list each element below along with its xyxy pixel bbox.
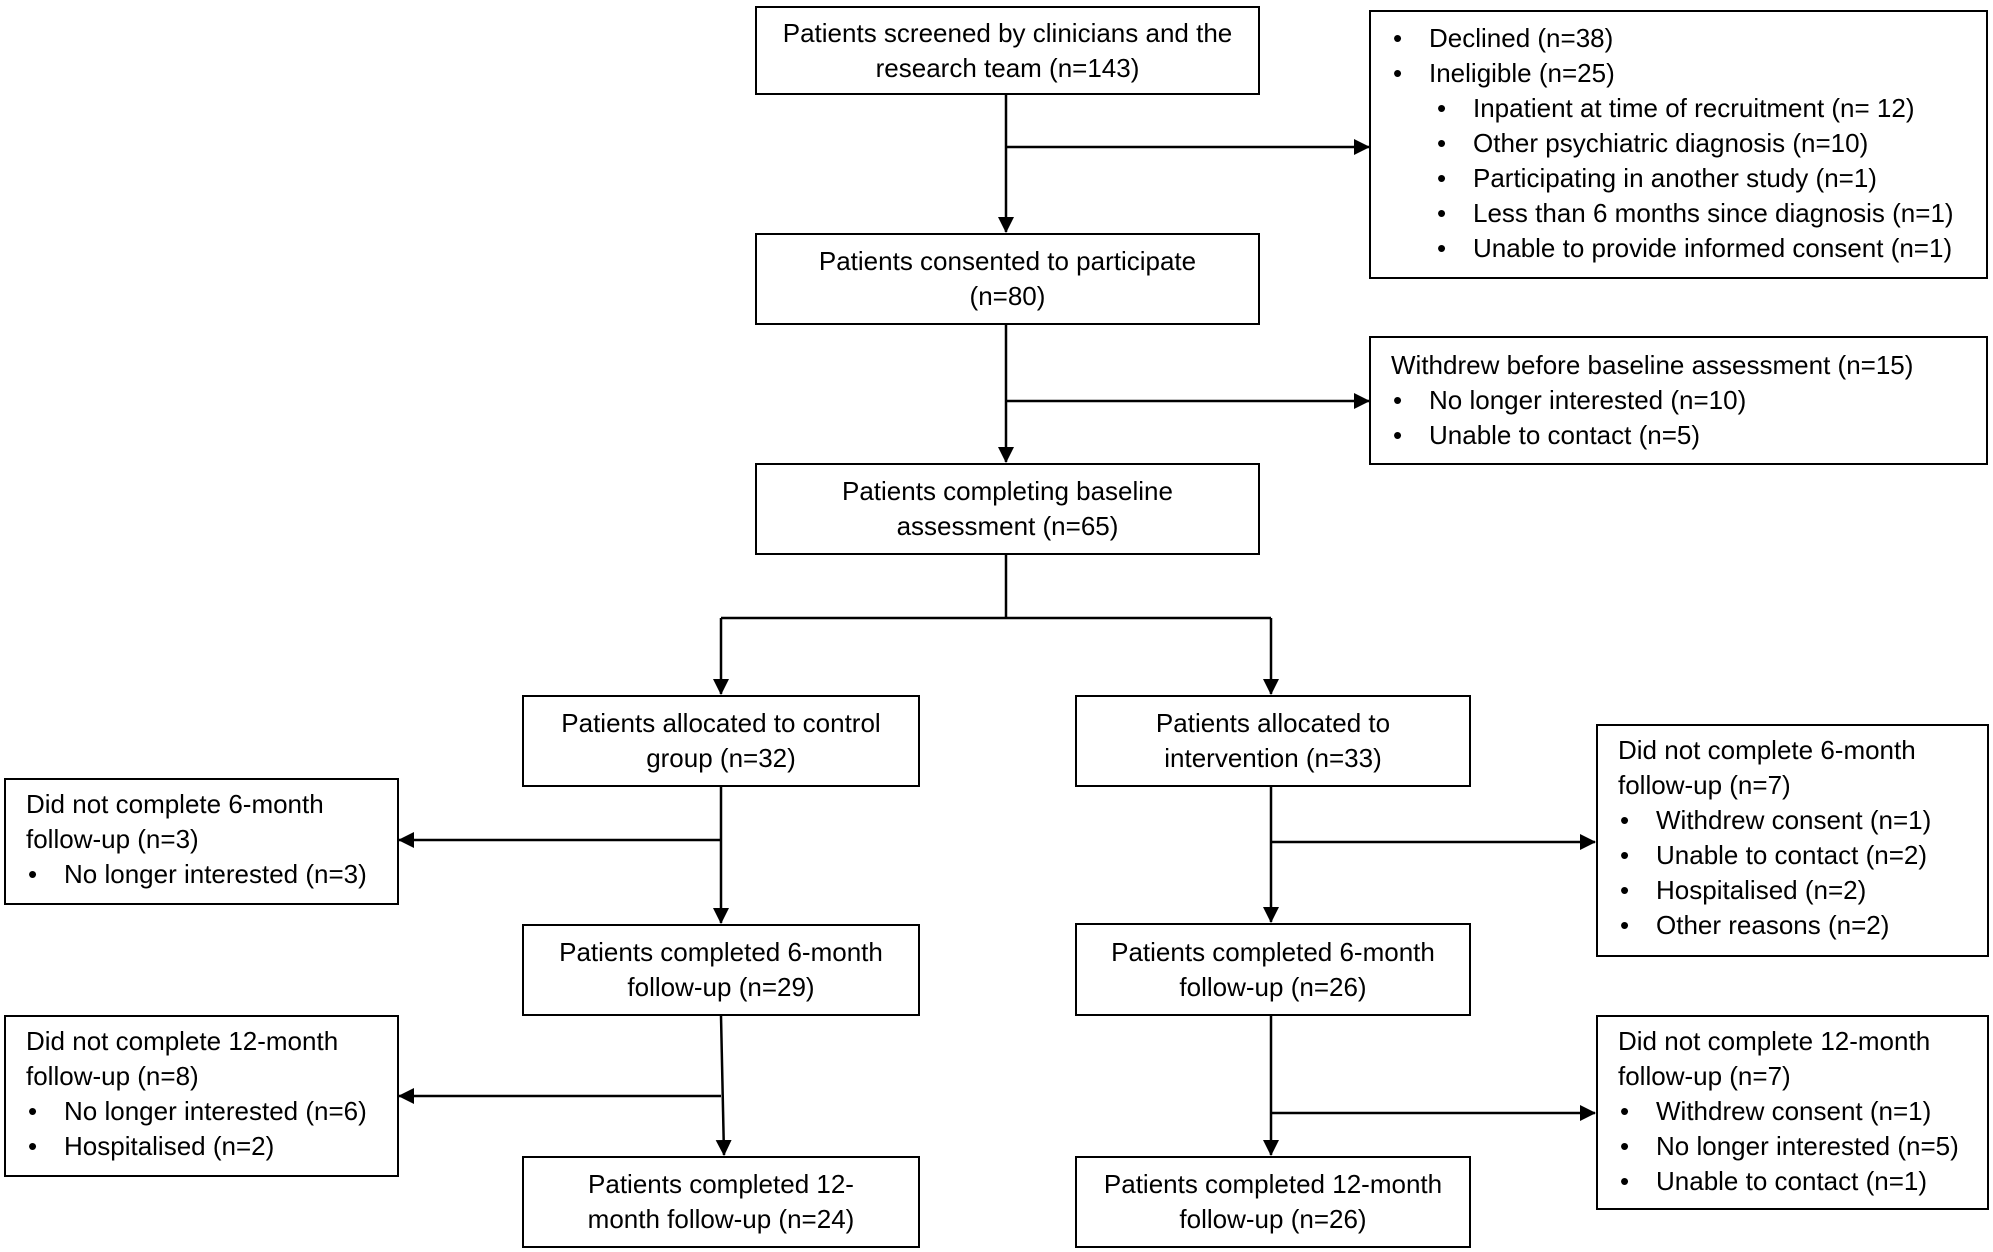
intervention-line1: Patients allocated to xyxy=(1155,708,1391,738)
control-line1: Patients allocated to control xyxy=(561,708,881,738)
intervention-lost-12m-box: Did not complete 12-month follow-up (n=7… xyxy=(1596,1015,1989,1210)
intervention-lost-6m-item: Withdrew consent (n=1) xyxy=(1618,803,1973,838)
intervention-lost-12m-title2: follow-up (n=7) xyxy=(1618,1061,1791,1091)
control-12m-line2: month follow-up (n=24) xyxy=(587,1204,855,1234)
control-allocation-box: Patients allocated to control group (n=3… xyxy=(522,695,920,787)
excluded-subitem: Inpatient at time of recruitment (n= 12) xyxy=(1391,91,1972,126)
baseline-line2: assessment (n=65) xyxy=(896,511,1119,541)
control-lost-12m-item: Hospitalised (n=2) xyxy=(26,1129,383,1164)
control-lost-12m-box: Did not complete 12-month follow-up (n=8… xyxy=(4,1015,399,1177)
control-lost-12m-item: No longer interested (n=6) xyxy=(26,1094,383,1129)
intervention-12m-line1: Patients completed 12-month xyxy=(1103,1169,1443,1199)
intervention-lost-6m-box: Did not complete 6-month follow-up (n=7)… xyxy=(1596,724,1989,957)
intervention-6m-line2: follow-up (n=26) xyxy=(1179,971,1367,1002)
excluded-subitem: Less than 6 months since diagnosis (n=1) xyxy=(1391,196,1972,231)
intervention-line2: intervention (n=33) xyxy=(1164,743,1382,773)
control-12m-box: Patients completed 12- month follow-up (… xyxy=(522,1156,920,1248)
control-6m-line2: follow-up (n=29) xyxy=(627,972,815,1002)
control-6m-line1: Patients completed 6-month xyxy=(559,937,883,967)
intervention-lost-6m-list: Withdrew consent (n=1) Unable to contact… xyxy=(1618,803,1973,943)
intervention-lost-6m-item: Unable to contact (n=2) xyxy=(1618,838,1973,873)
control-lost-6m-box: Did not complete 6-month follow-up (n=3)… xyxy=(4,778,399,905)
control-lost-6m-title1: Did not complete 6-month xyxy=(26,789,324,819)
intervention-12m-line2: follow-up (n=26) xyxy=(1179,1204,1367,1234)
screened-box: Patients screened by clinicians and the … xyxy=(755,6,1260,95)
baseline-line1: Patients completing baseline xyxy=(842,476,1173,506)
control-line2: group (n=32) xyxy=(646,743,796,773)
intervention-lost-12m-item: Unable to contact (n=1) xyxy=(1618,1164,1973,1199)
intervention-allocation-box: Patients allocated to intervention (n=33… xyxy=(1075,695,1471,787)
excluded-box: Declined (n=38) Ineligible (n=25) Inpati… xyxy=(1369,10,1988,279)
control-lost-12m-title2: follow-up (n=8) xyxy=(26,1061,199,1091)
consented-box: Patients consented to participate (n=80) xyxy=(755,233,1260,325)
intervention-lost-6m-item: Hospitalised (n=2) xyxy=(1618,873,1973,908)
control-6m-box: Patients completed 6-month follow-up (n=… xyxy=(522,924,920,1016)
arrow-control-6m-to-12m xyxy=(715,1015,732,1156)
control-lost-6m-item: No longer interested (n=3) xyxy=(26,857,383,892)
intervention-lost-12m-item: No longer interested (n=5) xyxy=(1618,1129,1973,1164)
control-lost-12m-title1: Did not complete 12-month xyxy=(26,1026,339,1056)
intervention-12m-box: Patients completed 12-month follow-up (n… xyxy=(1075,1156,1471,1248)
withdrew-baseline-list: No longer interested (n=10) Unable to co… xyxy=(1391,383,1972,453)
intervention-6m-line1: Patients completed 6-month xyxy=(1111,936,1435,967)
intervention-lost-12m-item: Withdrew consent (n=1) xyxy=(1618,1094,1973,1129)
excluded-list: Declined (n=38) Ineligible (n=25) Inpati… xyxy=(1391,21,1972,266)
control-12m-line1: Patients completed 12- xyxy=(588,1169,854,1199)
screened-line1: Patients screened by clinicians and the xyxy=(782,17,1233,48)
excluded-subitem: Unable to provide informed consent (n=1) xyxy=(1391,231,1972,266)
intervention-lost-12m-title1: Did not complete 12-month xyxy=(1618,1026,1931,1056)
withdrew-baseline-title: Withdrew before baseline assessment (n=1… xyxy=(1391,350,1914,380)
intervention-lost-6m-item: Other reasons (n=2) xyxy=(1618,908,1973,943)
consented-line1: Patients consented to participate xyxy=(818,246,1197,276)
baseline-box: Patients completing baseline assessment … xyxy=(755,463,1260,555)
intervention-lost-12m-list: Withdrew consent (n=1) No longer interes… xyxy=(1618,1094,1973,1199)
control-lost-6m-list: No longer interested (n=3) xyxy=(26,857,383,892)
intervention-lost-6m-title1: Did not complete 6-month xyxy=(1618,735,1916,765)
excluded-item: Ineligible (n=25) xyxy=(1391,56,1972,91)
control-lost-12m-list: No longer interested (n=6) Hospitalised … xyxy=(26,1094,383,1164)
excluded-item: Declined (n=38) xyxy=(1391,21,1972,56)
excluded-subitem: Other psychiatric diagnosis (n=10) xyxy=(1391,126,1972,161)
intervention-lost-6m-title2: follow-up (n=7) xyxy=(1618,770,1791,800)
control-lost-6m-title2: follow-up (n=3) xyxy=(26,824,199,854)
consented-line2: (n=80) xyxy=(969,281,1046,311)
withdrew-baseline-box: Withdrew before baseline assessment (n=1… xyxy=(1369,336,1988,465)
intervention-6m-box: Patients completed 6-month follow-up (n=… xyxy=(1075,923,1471,1016)
withdrew-baseline-item: No longer interested (n=10) xyxy=(1391,383,1972,418)
withdrew-baseline-item: Unable to contact (n=5) xyxy=(1391,418,1972,453)
excluded-subitem: Participating in another study (n=1) xyxy=(1391,161,1972,196)
screened-line2: research team (n=143) xyxy=(875,52,1140,83)
